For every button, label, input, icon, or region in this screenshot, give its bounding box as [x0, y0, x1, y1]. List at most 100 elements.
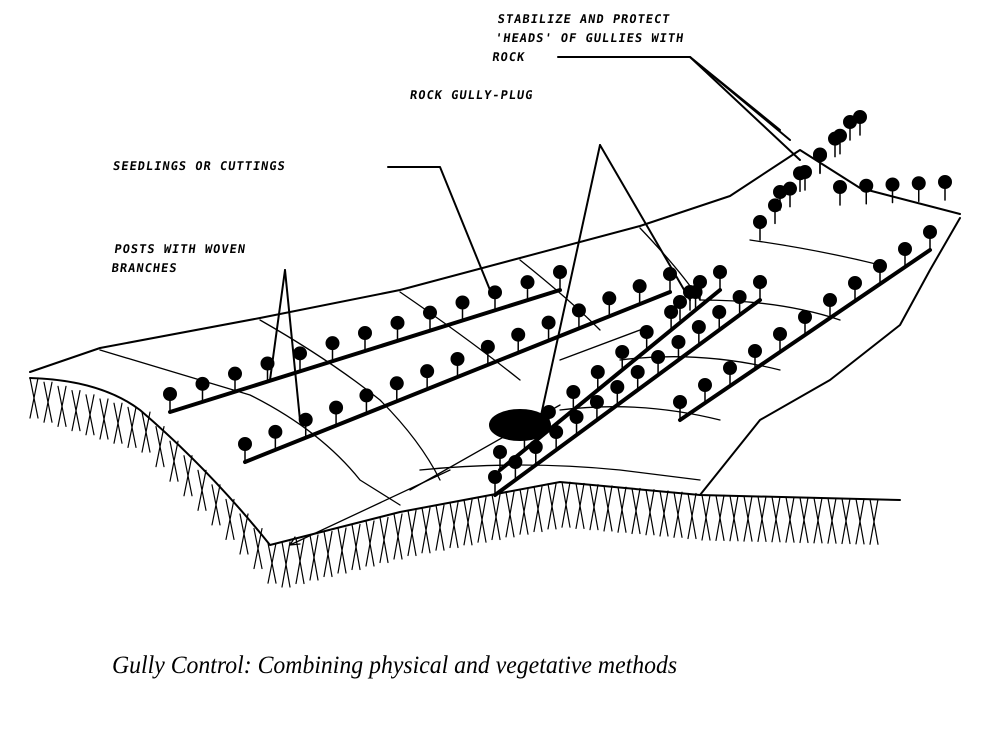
- tree-crown: [793, 166, 807, 181]
- hatch-stroke: [533, 485, 543, 533]
- tree-crown: [748, 344, 762, 358]
- hatch-stroke: [85, 394, 95, 436]
- hatch-stroke: [561, 481, 571, 528]
- hatch-stroke: [463, 499, 473, 546]
- hatch-stroke: [365, 520, 375, 567]
- tree-crown: [859, 178, 874, 193]
- tree-crown: [630, 365, 645, 379]
- tree-crown: [488, 470, 502, 484]
- hatch-stroke: [43, 381, 53, 423]
- tree-crown: [753, 275, 767, 289]
- hatch-stroke: [281, 541, 291, 588]
- tree-crown: [651, 350, 666, 364]
- tree-crown: [520, 275, 535, 290]
- hatch-stroke: [715, 494, 725, 541]
- hatch-stroke: [211, 484, 221, 526]
- hatch-stroke: [393, 513, 403, 560]
- tree-crown: [898, 242, 912, 256]
- tree-crown: [589, 395, 604, 409]
- tree-crown: [712, 305, 727, 319]
- tree-crown: [390, 315, 405, 330]
- hatch-stroke: [183, 455, 193, 497]
- tree-crown: [639, 325, 654, 339]
- tree-crown: [238, 437, 252, 451]
- post-row: [493, 298, 762, 497]
- hatch-stroke: [673, 491, 683, 538]
- soil-hatching: [29, 377, 879, 588]
- tree-crown: [571, 303, 586, 318]
- tree-crown: [768, 198, 782, 213]
- tree-crown: [723, 361, 737, 375]
- tree-crown: [590, 365, 605, 379]
- hatch-stroke: [141, 411, 151, 453]
- label-stabilize: STABILIZE AND PROTECT 'HEADS' OF GULLIES…: [491, 10, 688, 67]
- tree-crown: [798, 310, 812, 324]
- hatch-stroke: [659, 490, 669, 537]
- tree-crown: [228, 366, 242, 381]
- rock-gully-plug: [489, 409, 551, 441]
- tree-crown: [293, 346, 307, 361]
- tree-crown: [664, 305, 679, 319]
- tree-crown: [488, 285, 502, 300]
- tree-crown: [260, 356, 275, 371]
- hatch-stroke: [309, 534, 319, 581]
- hatch-stroke: [827, 497, 837, 544]
- tree-crown: [732, 290, 747, 304]
- label-line: ROCK: [491, 50, 527, 64]
- tree-crown: [833, 128, 847, 143]
- label-line: STABILIZE AND PROTECT: [496, 12, 672, 26]
- hatch-stroke: [351, 523, 361, 571]
- tree-crown: [833, 180, 847, 194]
- hatch-stroke: [323, 530, 333, 578]
- tree-rows: [163, 110, 952, 497]
- tree-crown: [480, 339, 495, 354]
- hatch-stroke: [813, 497, 823, 544]
- hatch-stroke: [841, 497, 851, 545]
- tree-crown: [873, 259, 887, 273]
- tree-crown: [195, 376, 210, 391]
- hatch-stroke: [491, 493, 501, 541]
- hatch-stroke: [645, 489, 655, 536]
- hatch-stroke: [421, 507, 431, 554]
- tree-crown: [610, 380, 625, 394]
- tree-crown: [773, 327, 787, 341]
- tree-crown: [511, 327, 526, 342]
- tree-crown: [359, 388, 374, 403]
- tree-crown: [455, 295, 470, 310]
- hatch-stroke: [505, 491, 515, 538]
- tree-crown: [566, 385, 581, 399]
- hatch-stroke: [197, 469, 207, 511]
- hatch-stroke: [631, 487, 641, 535]
- label-line: BRANCHES: [110, 261, 179, 275]
- hatch-stroke: [169, 440, 179, 482]
- hatch-stroke: [519, 488, 529, 535]
- tree-crown: [358, 326, 372, 340]
- tree-crown: [823, 293, 837, 307]
- tree-crown: [298, 412, 313, 427]
- hatch-stroke: [617, 486, 627, 533]
- hatch-stroke: [799, 496, 809, 544]
- tree-crown: [268, 424, 283, 439]
- tree-crown: [632, 279, 647, 294]
- tree-crown: [420, 364, 435, 379]
- tree-crown: [698, 378, 712, 392]
- tree-crown: [329, 400, 344, 415]
- hatch-stroke: [701, 494, 711, 541]
- label-seedlings: SEEDLINGS OR CUTTINGS: [112, 159, 287, 173]
- tree-crown: [753, 215, 767, 229]
- tree-crown: [713, 265, 727, 279]
- tree-crown: [615, 345, 630, 359]
- tree-crown: [885, 177, 900, 192]
- hatch-stroke: [687, 492, 697, 540]
- hatch-stroke: [855, 498, 865, 545]
- hatch-stroke: [869, 498, 879, 545]
- hatch-stroke: [337, 527, 347, 574]
- hatch-stroke: [729, 495, 739, 542]
- hatch-stroke: [239, 513, 249, 555]
- tree-crown: [602, 291, 617, 306]
- hatch-stroke: [127, 406, 137, 448]
- hatch-stroke: [547, 483, 557, 530]
- hatch-stroke: [295, 537, 305, 585]
- tree-crown: [423, 305, 437, 320]
- hatch-stroke: [603, 485, 613, 532]
